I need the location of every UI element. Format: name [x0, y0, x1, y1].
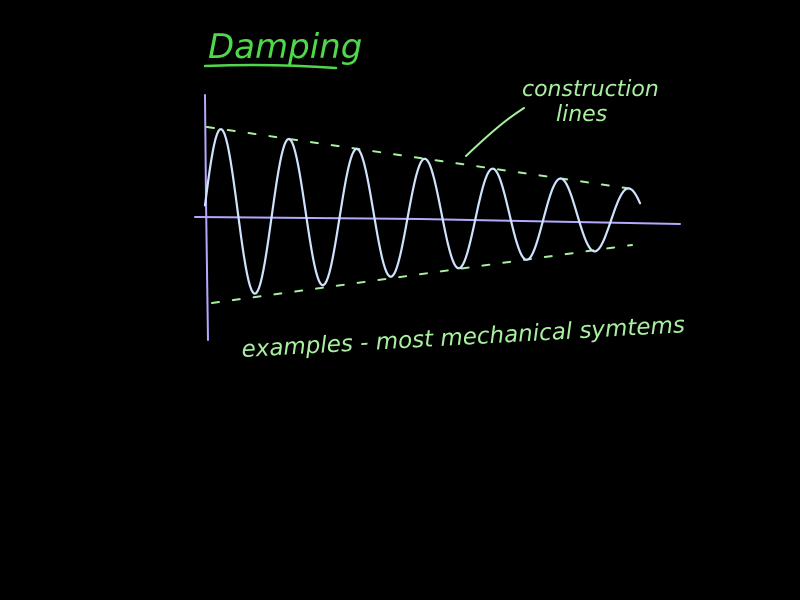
- annotation-pointer: [465, 107, 525, 157]
- title: Damping: [208, 27, 362, 67]
- annotation-construction: construction: [522, 77, 659, 102]
- annotation-lines: lines: [556, 102, 607, 127]
- caption: examples - most mechanical symtems: [241, 312, 686, 363]
- upper-envelope-line: [206, 126, 641, 191]
- x-axis: [194, 216, 681, 225]
- damped-wave: [203, 128, 642, 295]
- lower-envelope-line: [211, 244, 633, 304]
- title-underline: [203, 63, 338, 70]
